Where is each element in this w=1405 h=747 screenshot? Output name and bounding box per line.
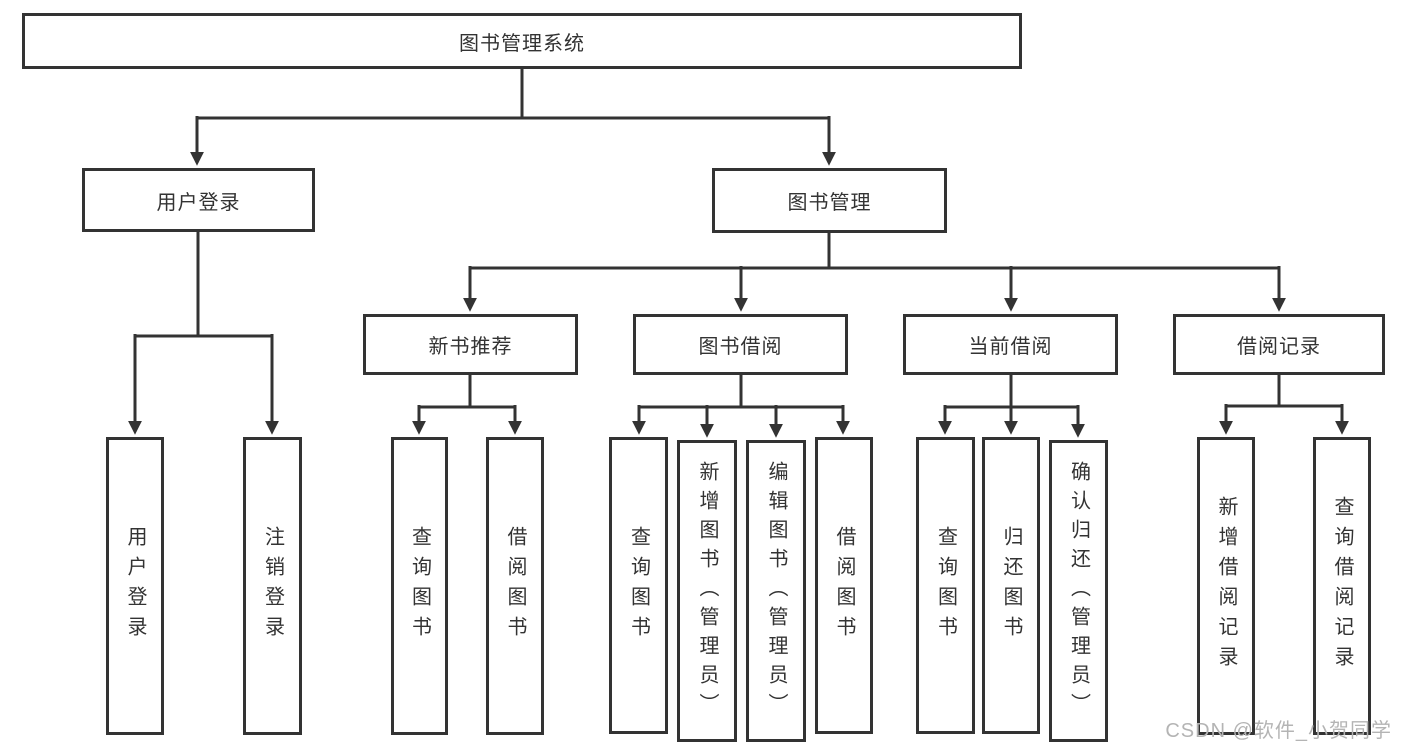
leaf-query-books: 查询图书	[391, 437, 448, 735]
csdn-watermark: CSDN @软件_小贺同学	[1165, 720, 1392, 742]
leaf-confirm-return-admin: 确认归还（管理员）	[1049, 440, 1108, 742]
node-library-management-system: 图书管理系统	[22, 13, 1022, 69]
node-new-book-recommend: 新书推荐	[363, 314, 578, 375]
leaf-add-books-admin: 新增图书（管理员）	[677, 440, 737, 742]
node-book-borrowing: 图书借阅	[633, 314, 848, 375]
leaf-query-books: 查询图书	[609, 437, 668, 734]
node-current-borrowing: 当前借阅	[903, 314, 1118, 375]
leaf-edit-books-admin: 编辑图书（管理员）	[746, 440, 806, 742]
leaf-logout: 注销登录	[243, 437, 302, 735]
node-book-management: 图书管理	[712, 168, 947, 233]
node-user-login: 用户登录	[82, 168, 315, 232]
leaf-return-books: 归还图书	[982, 437, 1040, 734]
leaf-borrow-books: 借阅图书	[815, 437, 873, 734]
leaf-add-borrow-record: 新增借阅记录	[1197, 437, 1255, 735]
leaf-user-login: 用户登录	[106, 437, 164, 735]
leaf-query-borrow-record: 查询借阅记录	[1313, 437, 1371, 735]
leaf-borrow-books: 借阅图书	[486, 437, 544, 735]
leaf-query-books: 查询图书	[916, 437, 975, 734]
node-borrow-records: 借阅记录	[1173, 314, 1385, 375]
